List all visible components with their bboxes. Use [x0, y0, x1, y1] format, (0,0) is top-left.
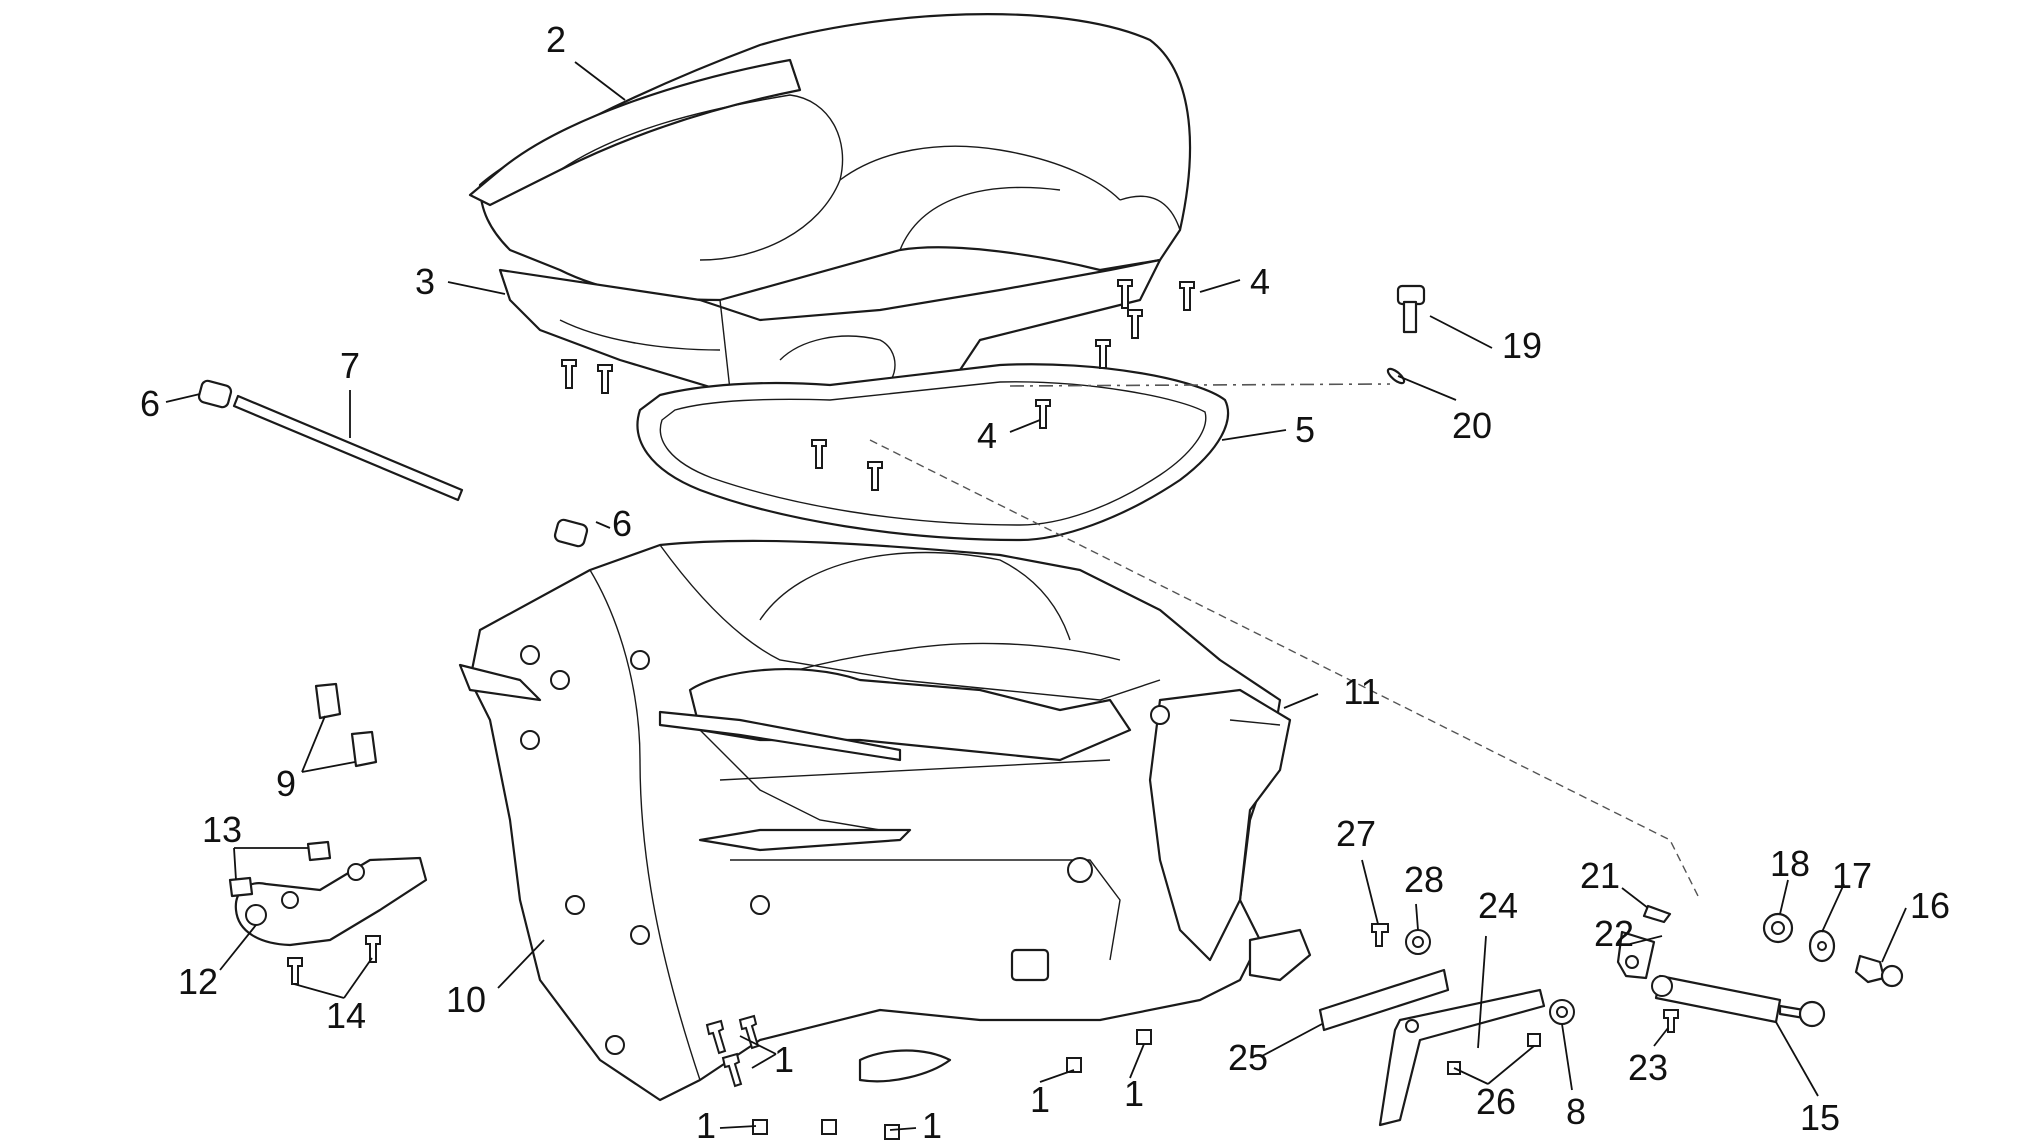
callout-16: 16	[1910, 885, 1950, 926]
callout-6-upper: 6	[140, 383, 160, 424]
callout-7: 7	[340, 345, 360, 386]
bracket-part-12	[234, 856, 428, 947]
rod-part-7	[232, 394, 464, 502]
callout-1-c: 1	[1124, 1073, 1144, 1114]
storage-compartment-part-10-11	[458, 539, 1312, 1102]
leader-lines	[165, 61, 1907, 1131]
screw-part-27	[1371, 923, 1389, 947]
callout-25: 25	[1228, 1037, 1268, 1078]
callout-19: 19	[1502, 325, 1542, 366]
ball-stud-part-16	[1854, 954, 1904, 988]
callout-5: 5	[1295, 409, 1315, 450]
callout-17: 17	[1832, 855, 1872, 896]
callout-15: 15	[1800, 1097, 1840, 1138]
callout-6-lower: 6	[612, 503, 632, 544]
callout-24: 24	[1478, 885, 1518, 926]
callout-1-d: 1	[696, 1105, 716, 1141]
callout-1-b: 1	[1030, 1079, 1050, 1120]
nut-part-8	[1549, 999, 1575, 1025]
callout-27: 27	[1336, 813, 1376, 854]
gasket-part-5	[636, 363, 1230, 542]
latch-arm-part-24	[1378, 988, 1546, 1127]
bushing-part-6-upper	[197, 379, 233, 409]
callout-3: 3	[415, 261, 435, 302]
plate-part-25	[1318, 968, 1450, 1032]
callout-26: 26	[1476, 1081, 1516, 1122]
screws-part-1	[705, 1014, 1152, 1140]
screws-part-26	[1447, 1033, 1541, 1075]
seat-cover-part-2	[468, 13, 1192, 302]
callout-20: 20	[1452, 405, 1492, 446]
screw-part-23	[1663, 1009, 1679, 1033]
washer-part-20	[1386, 367, 1406, 385]
callout-1-a: 1	[774, 1039, 794, 1080]
bolt-part-19	[1396, 284, 1426, 334]
callout-9: 9	[276, 763, 296, 804]
callout-23: 23	[1628, 1047, 1668, 1088]
nut-part-18	[1762, 912, 1794, 944]
clips-part-13	[228, 840, 332, 898]
callout-4-upper: 4	[1250, 261, 1270, 302]
callout-2: 2	[546, 19, 566, 60]
screws-part-14	[287, 935, 381, 985]
bushing-part-6-lower	[553, 518, 589, 548]
nut-part-28	[1405, 929, 1431, 955]
callout-labels: 2 3 4 4 5 6 6 7 19 20 11 9 13 12 14 10 1…	[140, 19, 1950, 1141]
clip-part-21	[1642, 904, 1672, 924]
clips-part-9	[314, 682, 378, 768]
callout-18: 18	[1770, 843, 1810, 884]
callout-10: 10	[446, 979, 486, 1020]
callout-4-lower: 4	[977, 415, 997, 456]
screws-part-4	[561, 279, 1195, 491]
callout-1-e: 1	[922, 1105, 942, 1141]
callout-11: 11	[1343, 671, 1380, 712]
callout-22: 22	[1594, 913, 1634, 954]
callout-8: 8	[1566, 1091, 1586, 1132]
callout-28: 28	[1404, 859, 1444, 900]
callout-13: 13	[202, 809, 242, 850]
seat-frame-part-3	[498, 258, 1162, 422]
washer-part-17	[1808, 929, 1836, 963]
callout-14: 14	[326, 995, 366, 1036]
mount-part-22	[1616, 930, 1656, 980]
callout-12: 12	[178, 961, 218, 1002]
callout-21: 21	[1580, 855, 1620, 896]
